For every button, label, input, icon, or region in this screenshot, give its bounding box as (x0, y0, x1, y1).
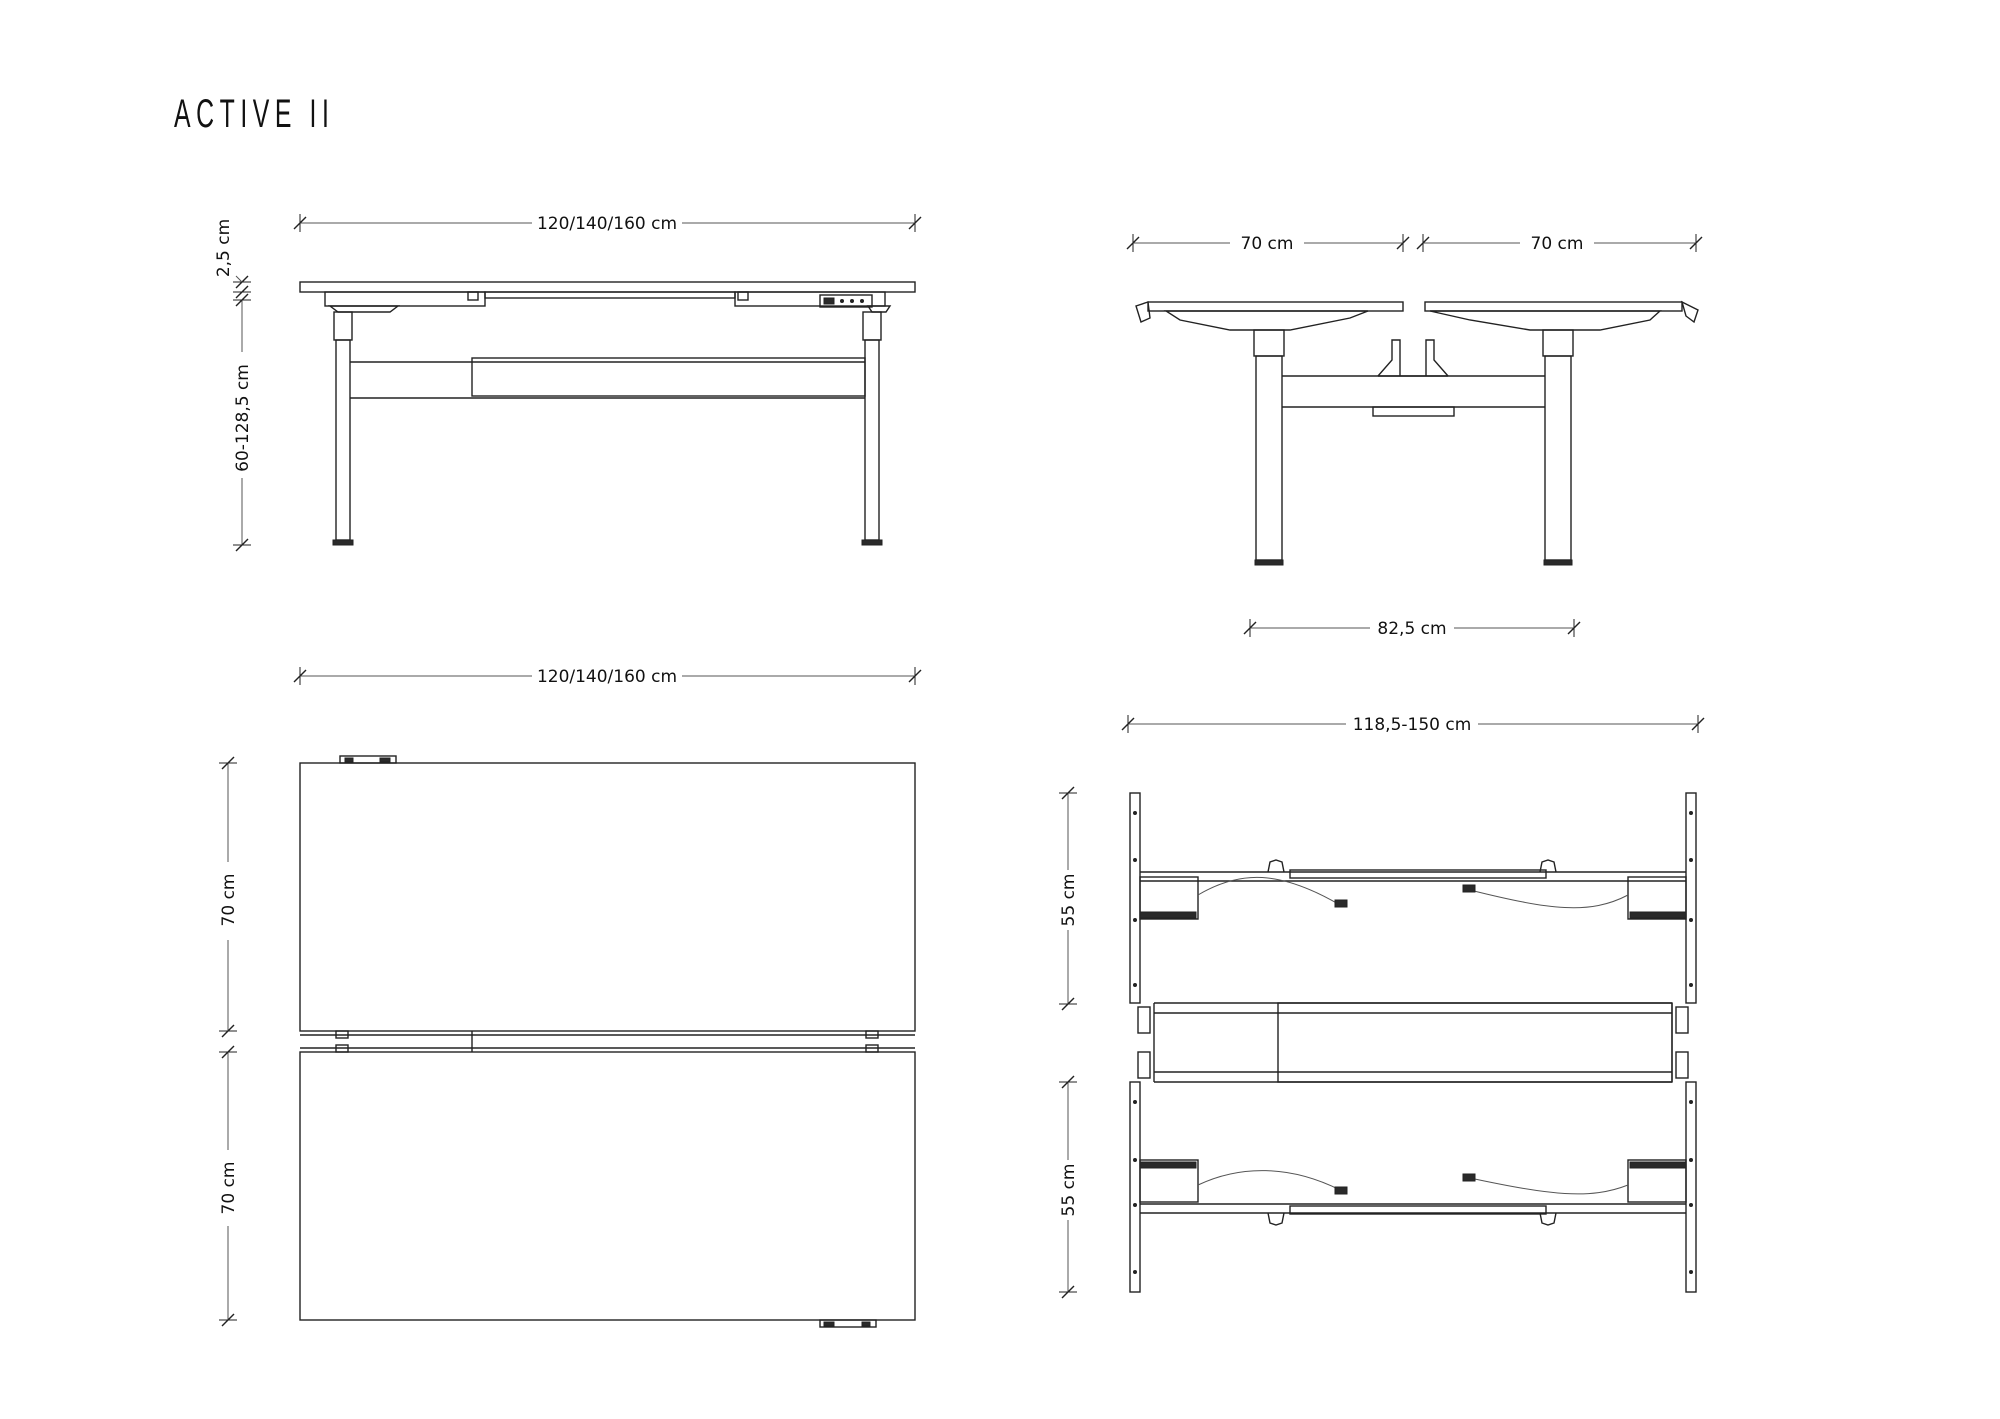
top-width-dimension: 120/140/160 cm (293, 666, 922, 687)
top-lower-depth-label: 70 cm (219, 1162, 239, 1215)
cable (1469, 889, 1629, 909)
top-upper-depth-label: 70 cm (219, 874, 239, 927)
side-left-depth-label: 70 cm (1241, 234, 1294, 254)
frame-upper-depth-label: 55 cm (1059, 874, 1079, 927)
frame-upper-depth-dimension: 55 cm (1058, 786, 1079, 1011)
top-width-label: 120/140/160 cm (537, 667, 677, 687)
right-upper-rail (1685, 792, 1697, 1004)
desktop-edge (299, 281, 916, 293)
side-left-depth-dimension: 70 cm (1126, 233, 1410, 254)
top-upper-depth-dimension: 70 cm (218, 756, 239, 1038)
front-thickness-dimension: 2,5 cm (214, 219, 252, 299)
left-column (1255, 355, 1283, 561)
front-thickness-label: 2,5 cm (214, 219, 234, 277)
side-frame-width-label: 82,5 cm (1377, 619, 1446, 639)
side-view: 70 cm 70 cm (1126, 233, 1703, 639)
cable (1197, 1170, 1341, 1191)
frame-width-label: 118,5-150 cm (1353, 715, 1472, 735)
frame-lower-depth-label: 55 cm (1059, 1164, 1079, 1217)
frame-drawing (1129, 792, 1697, 1293)
upper-desktop-outline (299, 762, 916, 1032)
front-width-dimension: 120/140/160 cm (293, 213, 922, 234)
left-upper-rail (1129, 792, 1141, 1004)
lower-desktop-outline (299, 1051, 916, 1321)
control-panel (819, 294, 873, 308)
side-frame-width-dimension: 82,5 cm (1243, 618, 1581, 639)
right-desktop (1424, 301, 1683, 312)
front-width-label: 120/140/160 cm (537, 214, 677, 234)
right-column (1544, 355, 1572, 561)
front-height-label: 60-128,5 cm (233, 364, 253, 472)
frame-width-dimension: 118,5-150 cm (1121, 714, 1705, 735)
top-lower-depth-dimension: 70 cm (218, 1045, 239, 1327)
front-height-dimension: 60-128,5 cm (232, 293, 253, 552)
top-desk-drawing (299, 755, 916, 1328)
frame-view: 118,5-150 cm 55 cm 55 cm (1058, 714, 1705, 1299)
side-right-depth-label: 70 cm (1531, 234, 1584, 254)
frame-lower-depth-dimension: 55 cm (1058, 1075, 1079, 1299)
left-lower-rail (1129, 1081, 1141, 1293)
page-title: ACTIVE II (174, 92, 335, 136)
bottom-control-panel (819, 1319, 877, 1328)
front-view: 120/140/160 cm 2,5 cm 60-128,5 cm (214, 213, 922, 552)
cable (1197, 876, 1341, 906)
left-leg (335, 339, 351, 541)
side-right-depth-dimension: 70 cm (1416, 233, 1703, 254)
side-desk-drawing (1135, 300, 1699, 566)
cable (1469, 1177, 1629, 1195)
left-desktop (1147, 301, 1404, 312)
front-desk-drawing (299, 281, 916, 546)
top-control-panel (339, 755, 397, 764)
right-lower-rail (1685, 1081, 1697, 1293)
top-view: 120/140/160 cm 70 cm 70 cm (218, 666, 922, 1328)
right-leg (864, 339, 880, 541)
